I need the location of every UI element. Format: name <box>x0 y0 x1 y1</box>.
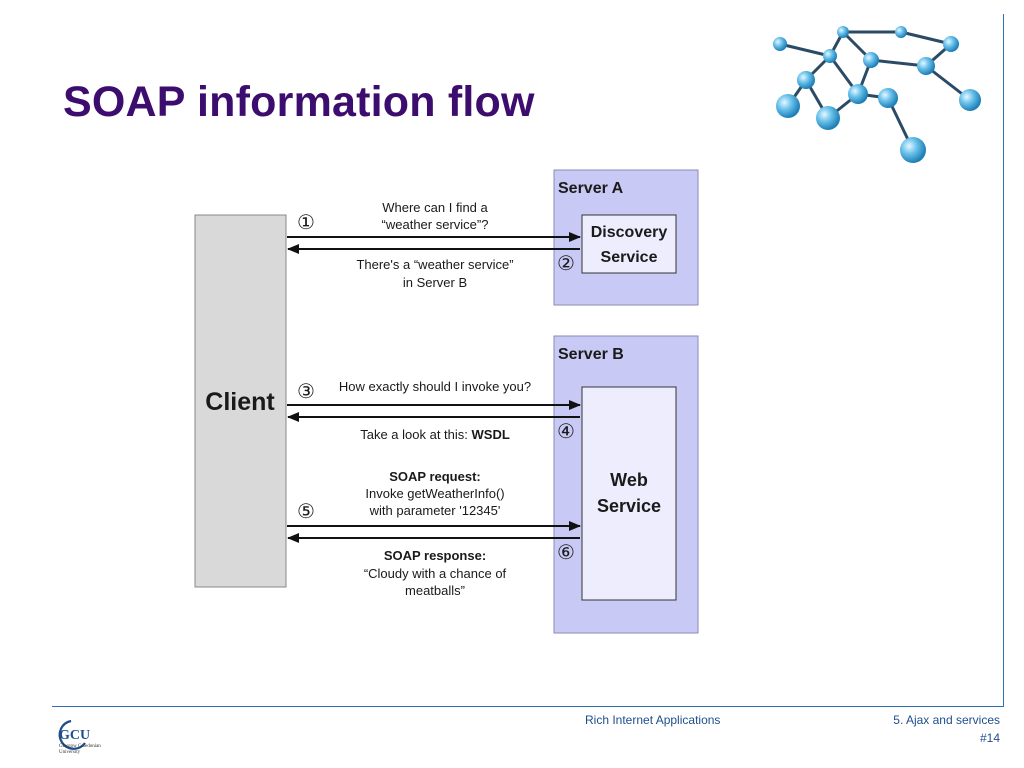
step-4-number: ④ <box>557 421 575 443</box>
footer-page-number: #14 <box>979 731 1000 745</box>
discovery-service-line1: Discovery <box>591 224 668 241</box>
soap-flow-diagram: Client Server A Discovery Service Server… <box>194 169 699 634</box>
right-divider <box>1003 14 1004 706</box>
step-6-text-line2: meatballs” <box>405 583 465 598</box>
step-4-text-prefix: Take a look at this: <box>360 427 471 442</box>
step-6-number: ⑥ <box>557 542 575 564</box>
logo-subtext-1: Glasgow Caledonian <box>59 744 101 749</box>
step-1-text-line2: “weather service”? <box>382 217 489 232</box>
footer-course-title: Rich Internet Applications <box>585 713 721 727</box>
step-4-text: Take a look at this: WSDL <box>360 427 510 442</box>
discovery-service-box <box>581 214 677 274</box>
client-box <box>194 214 287 588</box>
client-label: Client <box>205 388 275 416</box>
molecule-graphic <box>773 26 981 163</box>
step-5-text-line2: with parameter '12345' <box>369 503 501 518</box>
footer-divider <box>52 706 1004 707</box>
step-1-number: ① <box>297 212 315 234</box>
footer-section-title: 5. Ajax and services <box>893 713 1000 727</box>
step-4-text-bold: WSDL <box>472 427 510 442</box>
web-service-line1: Web <box>610 470 648 490</box>
step-6-text-line1: “Cloudy with a chance of <box>364 566 507 581</box>
step-5-text-line1: Invoke getWeatherInfo() <box>365 486 504 501</box>
web-service-line2: Service <box>597 496 661 516</box>
step-1-text-line1: Where can I find a <box>382 200 488 215</box>
step-6-heading: SOAP response: <box>384 548 486 563</box>
web-service-box <box>581 386 677 601</box>
step-5-heading: SOAP request: <box>389 469 481 484</box>
slide-title: SOAP information flow <box>63 78 535 126</box>
server-b-label: Server B <box>558 346 624 363</box>
step-2-text-line2: in Server B <box>403 275 467 290</box>
gcu-logo: GCU Glasgow Caledonian University <box>58 719 101 755</box>
step-2-number: ② <box>557 253 575 275</box>
discovery-service-line2: Service <box>601 249 658 266</box>
step-5-number: ⑤ <box>297 501 315 523</box>
logo-subtext-2: University <box>59 750 81 755</box>
step-2-text-line1: There's a “weather service” <box>356 257 513 272</box>
step-3-number: ③ <box>297 381 315 403</box>
step-3-text: How exactly should I invoke you? <box>339 379 531 394</box>
logo-text: GCU <box>59 728 90 743</box>
server-a-label: Server A <box>558 180 624 197</box>
